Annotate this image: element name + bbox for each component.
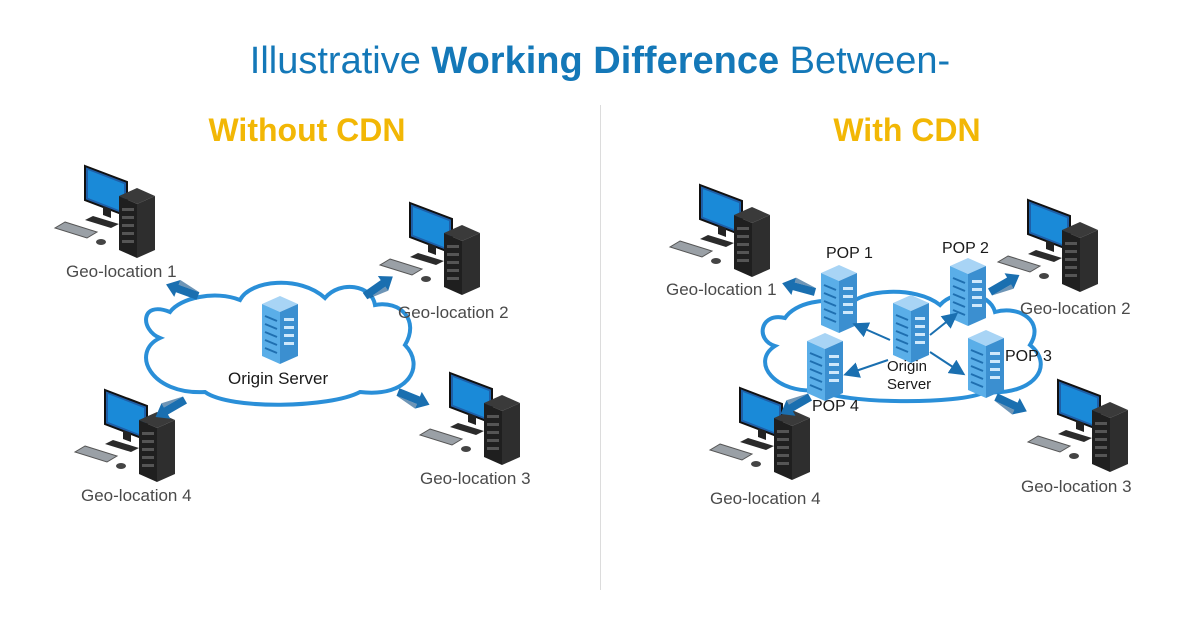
without-cdn-heading: Without CDN [208,112,406,148]
pop-3-server-icon [967,329,1005,399]
pop-2-label: POP 2 [942,240,989,257]
geo-location-4-label: Geo-location 4 [710,489,821,508]
geo-location-4-computer-icon [74,389,176,483]
arrow-to-geo-2-icon [985,267,1024,300]
geo-location-1-label: Geo-location 1 [666,280,777,299]
origin-server-icon [892,294,930,364]
geo-location-2-computer-icon [379,202,481,296]
section-divider [600,105,601,590]
title-part-2: Between- [779,40,951,82]
geo-location-1-computer-icon [669,184,771,278]
title-bold: Working Difference [431,40,780,82]
pop-4-server-icon [806,332,844,402]
arrow-to-geo-1-icon [779,274,818,301]
geo-location-3-computer-icon [419,372,521,466]
geo-location-2-label: Geo-location 2 [1020,299,1131,318]
pop-1-server-icon [820,264,858,334]
with-cdn-heading: With CDN [833,112,981,148]
pop-1-label: POP 1 [826,245,873,262]
geo-location-1-label: Geo-location 1 [66,262,177,281]
origin-server-label: Origin Server [228,369,329,388]
title-part-1: Illustrative [249,40,432,82]
origin-label-line-1: Origin [887,358,928,375]
geo-location-4-label: Geo-location 4 [81,486,192,505]
page-title: Illustrative Working Difference Between- [0,40,1200,83]
geo-location-1-computer-icon [54,165,156,259]
geo-location-2-label: Geo-location 2 [398,303,509,322]
pop-4-label: POP 4 [812,398,859,415]
origin-to-pop-connectors [843,312,966,378]
geo-location-3-label: Geo-location 3 [1021,477,1132,496]
geo-location-3-computer-icon [1027,379,1129,473]
pop-3-label: POP 3 [1005,348,1052,365]
origin-server-icon [261,295,299,365]
geo-location-3-label: Geo-location 3 [420,469,531,488]
origin-label-line-2: Server [887,376,932,393]
